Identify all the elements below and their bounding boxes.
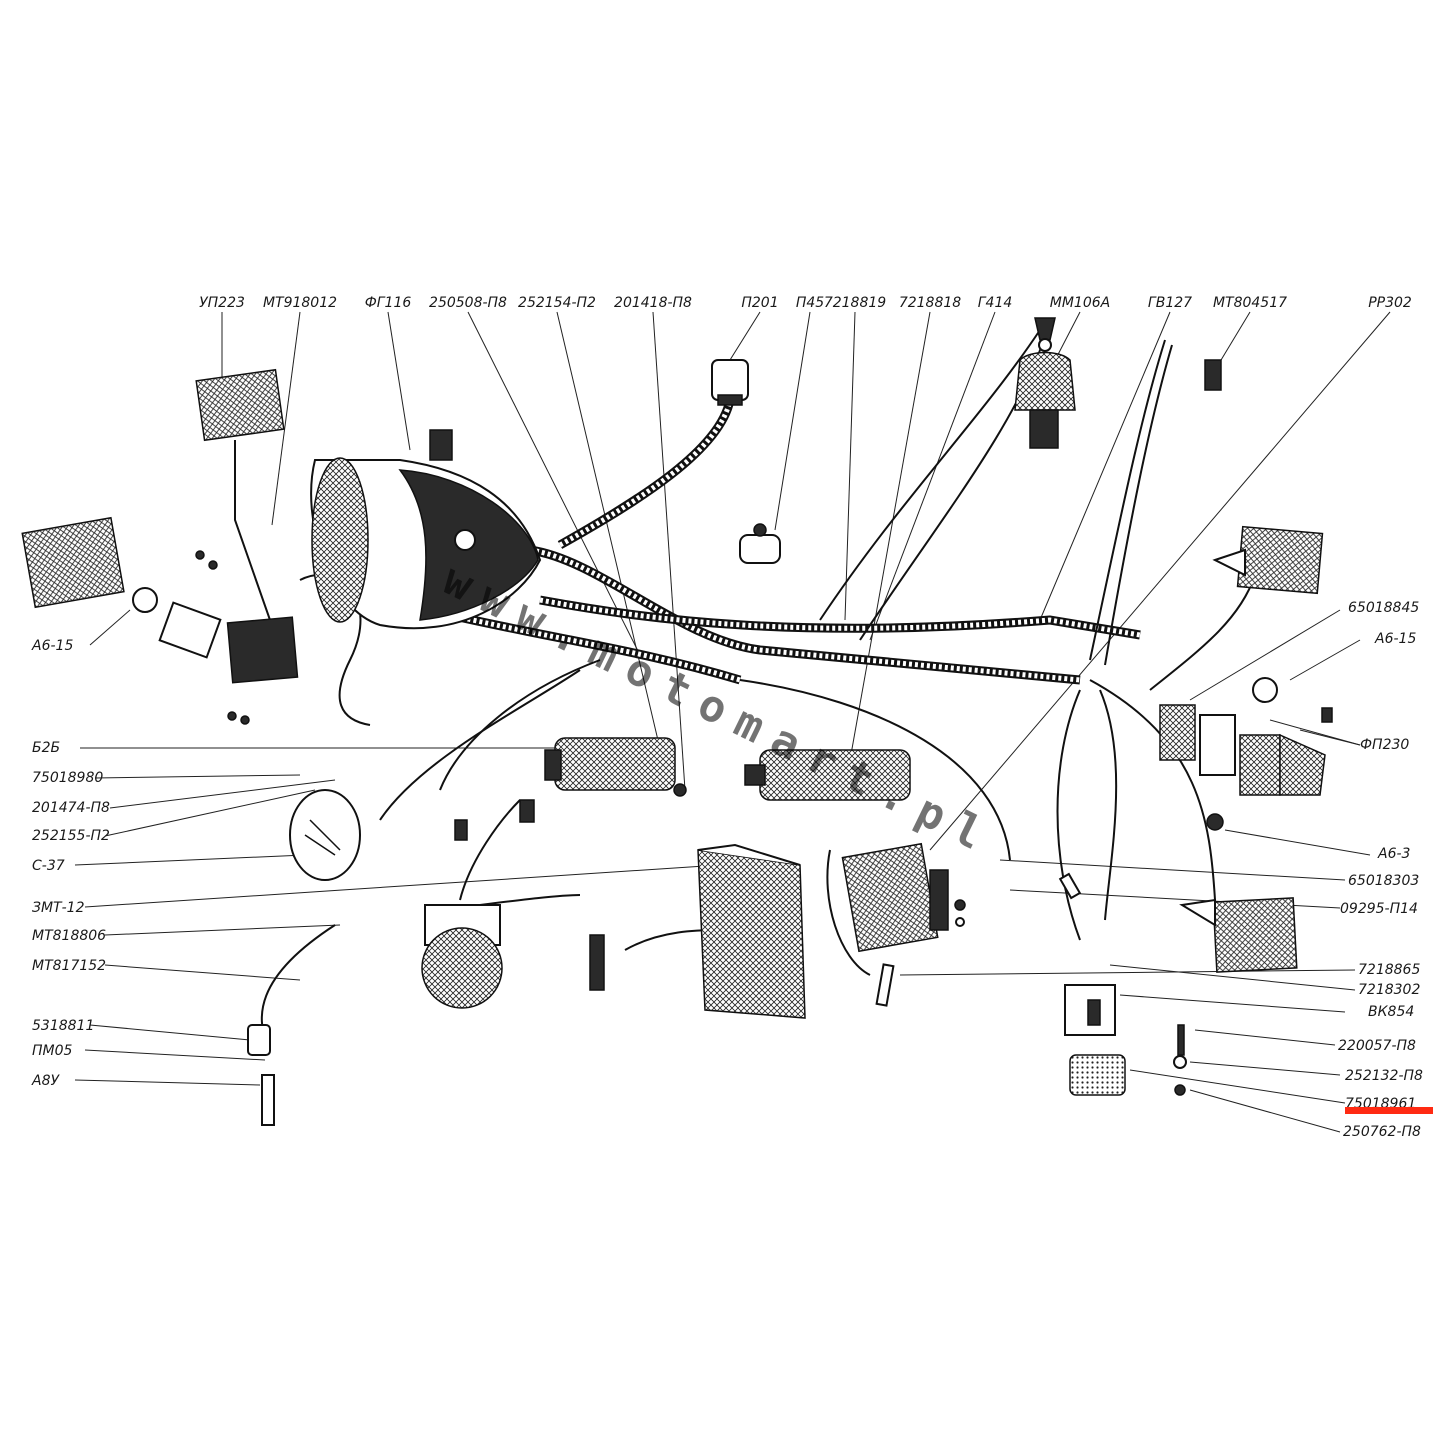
label-top-14: РР302 [1368, 295, 1412, 311]
label-top-12: ГВ127 [1148, 295, 1192, 311]
taillight-fp230 [1159, 704, 1326, 796]
headlight-assembly [310, 429, 542, 630]
label-left-5: С-37 [32, 858, 65, 874]
label-top-8: 7218819 [824, 295, 886, 311]
label-left-11: А8У [31, 1073, 60, 1089]
label-top-9: 7218818 [899, 295, 961, 311]
spark-plug-a8u [261, 934, 605, 1126]
label-right-2: ФП230 [1360, 737, 1409, 753]
label-left-1: Б2Б [32, 740, 60, 756]
rear-turn-signal-lower [1179, 897, 1298, 973]
battery-3mt-12 [697, 843, 806, 1019]
label-right-0: 65018845 [1348, 600, 1419, 616]
switch-vk854 [1064, 984, 1116, 1036]
label-left-2: 75018980 [32, 770, 103, 786]
part-labels: УП223 МТ918012 ФГ116 250508-П8 252154-П2 2014… [31, 295, 1423, 1140]
label-right-1: А6-15 [1374, 631, 1416, 647]
label-right-8: ВК854 [1368, 1004, 1414, 1020]
label-top-4: 252154-П2 [518, 295, 596, 311]
label-right-4: 65018303 [1348, 873, 1419, 889]
socket-p201 [711, 359, 749, 406]
label-top-3: 250508-П8 [429, 295, 507, 311]
label-left-8: МТ817152 [32, 958, 106, 974]
front-turn-signal [195, 368, 285, 621]
bulb-mt804517 [1204, 359, 1222, 391]
horn-g414 [1034, 317, 1056, 352]
label-right-12: 250762-П8 [1343, 1124, 1421, 1140]
small-hardware-right [875, 872, 1187, 1096]
label-left-9: 5318811 [32, 1018, 94, 1034]
bulb-right-a6-15 [1252, 677, 1333, 723]
label-right-10: 252132-П8 [1345, 1068, 1423, 1084]
label-right-7: 7218302 [1358, 982, 1420, 998]
label-right-5: 09295-П14 [1340, 901, 1418, 917]
label-top-2: ФГ116 [365, 295, 412, 311]
bulb-a6-3 [1206, 813, 1224, 831]
label-left-4: 252155-П2 [32, 828, 110, 844]
label-top-7: П45 [796, 295, 824, 311]
distributor [421, 904, 503, 1009]
ignition-coil-b2b [544, 737, 687, 797]
sensor-mm106a [1014, 351, 1076, 449]
leader-lines [74, 311, 1391, 1133]
label-right-3: А6-3 [1377, 846, 1410, 862]
spark-plug-cap [454, 799, 535, 841]
label-top-6: П201 [741, 295, 778, 311]
relay-pp302 [841, 842, 949, 953]
label-left-3: 201474-П8 [32, 800, 110, 816]
switch-p45 [739, 523, 781, 564]
label-top-0: УП223 [199, 295, 245, 311]
bracket-plate [158, 601, 299, 684]
highlight-underline [1345, 1107, 1433, 1114]
label-left-0: А6-15 [31, 638, 73, 654]
label-right-6: 7218865 [1358, 962, 1420, 978]
generator [744, 749, 911, 801]
side-turn-signal [21, 516, 158, 613]
suppressor-5318811 [247, 1024, 271, 1056]
cover-75018961 [1069, 1054, 1126, 1096]
label-left-7: МТ818806 [32, 928, 106, 944]
label-top-5: 201418-П8 [614, 295, 692, 311]
label-top-10: Г414 [978, 295, 1013, 311]
label-top-13: МТ804517 [1213, 295, 1287, 311]
small-fasteners-left [195, 550, 250, 725]
label-left-10: ПМ05 [32, 1043, 73, 1059]
label-top-11: ММ106А [1050, 295, 1110, 311]
wiring-harness [260, 329, 1256, 1041]
horn-s37 [289, 789, 361, 881]
label-left-6: ЗМТ-12 [32, 900, 85, 916]
label-right-9: 220057-П8 [1338, 1038, 1416, 1054]
label-top-1: МТ918012 [263, 295, 337, 311]
rear-turn-signal-upper [1212, 525, 1324, 595]
